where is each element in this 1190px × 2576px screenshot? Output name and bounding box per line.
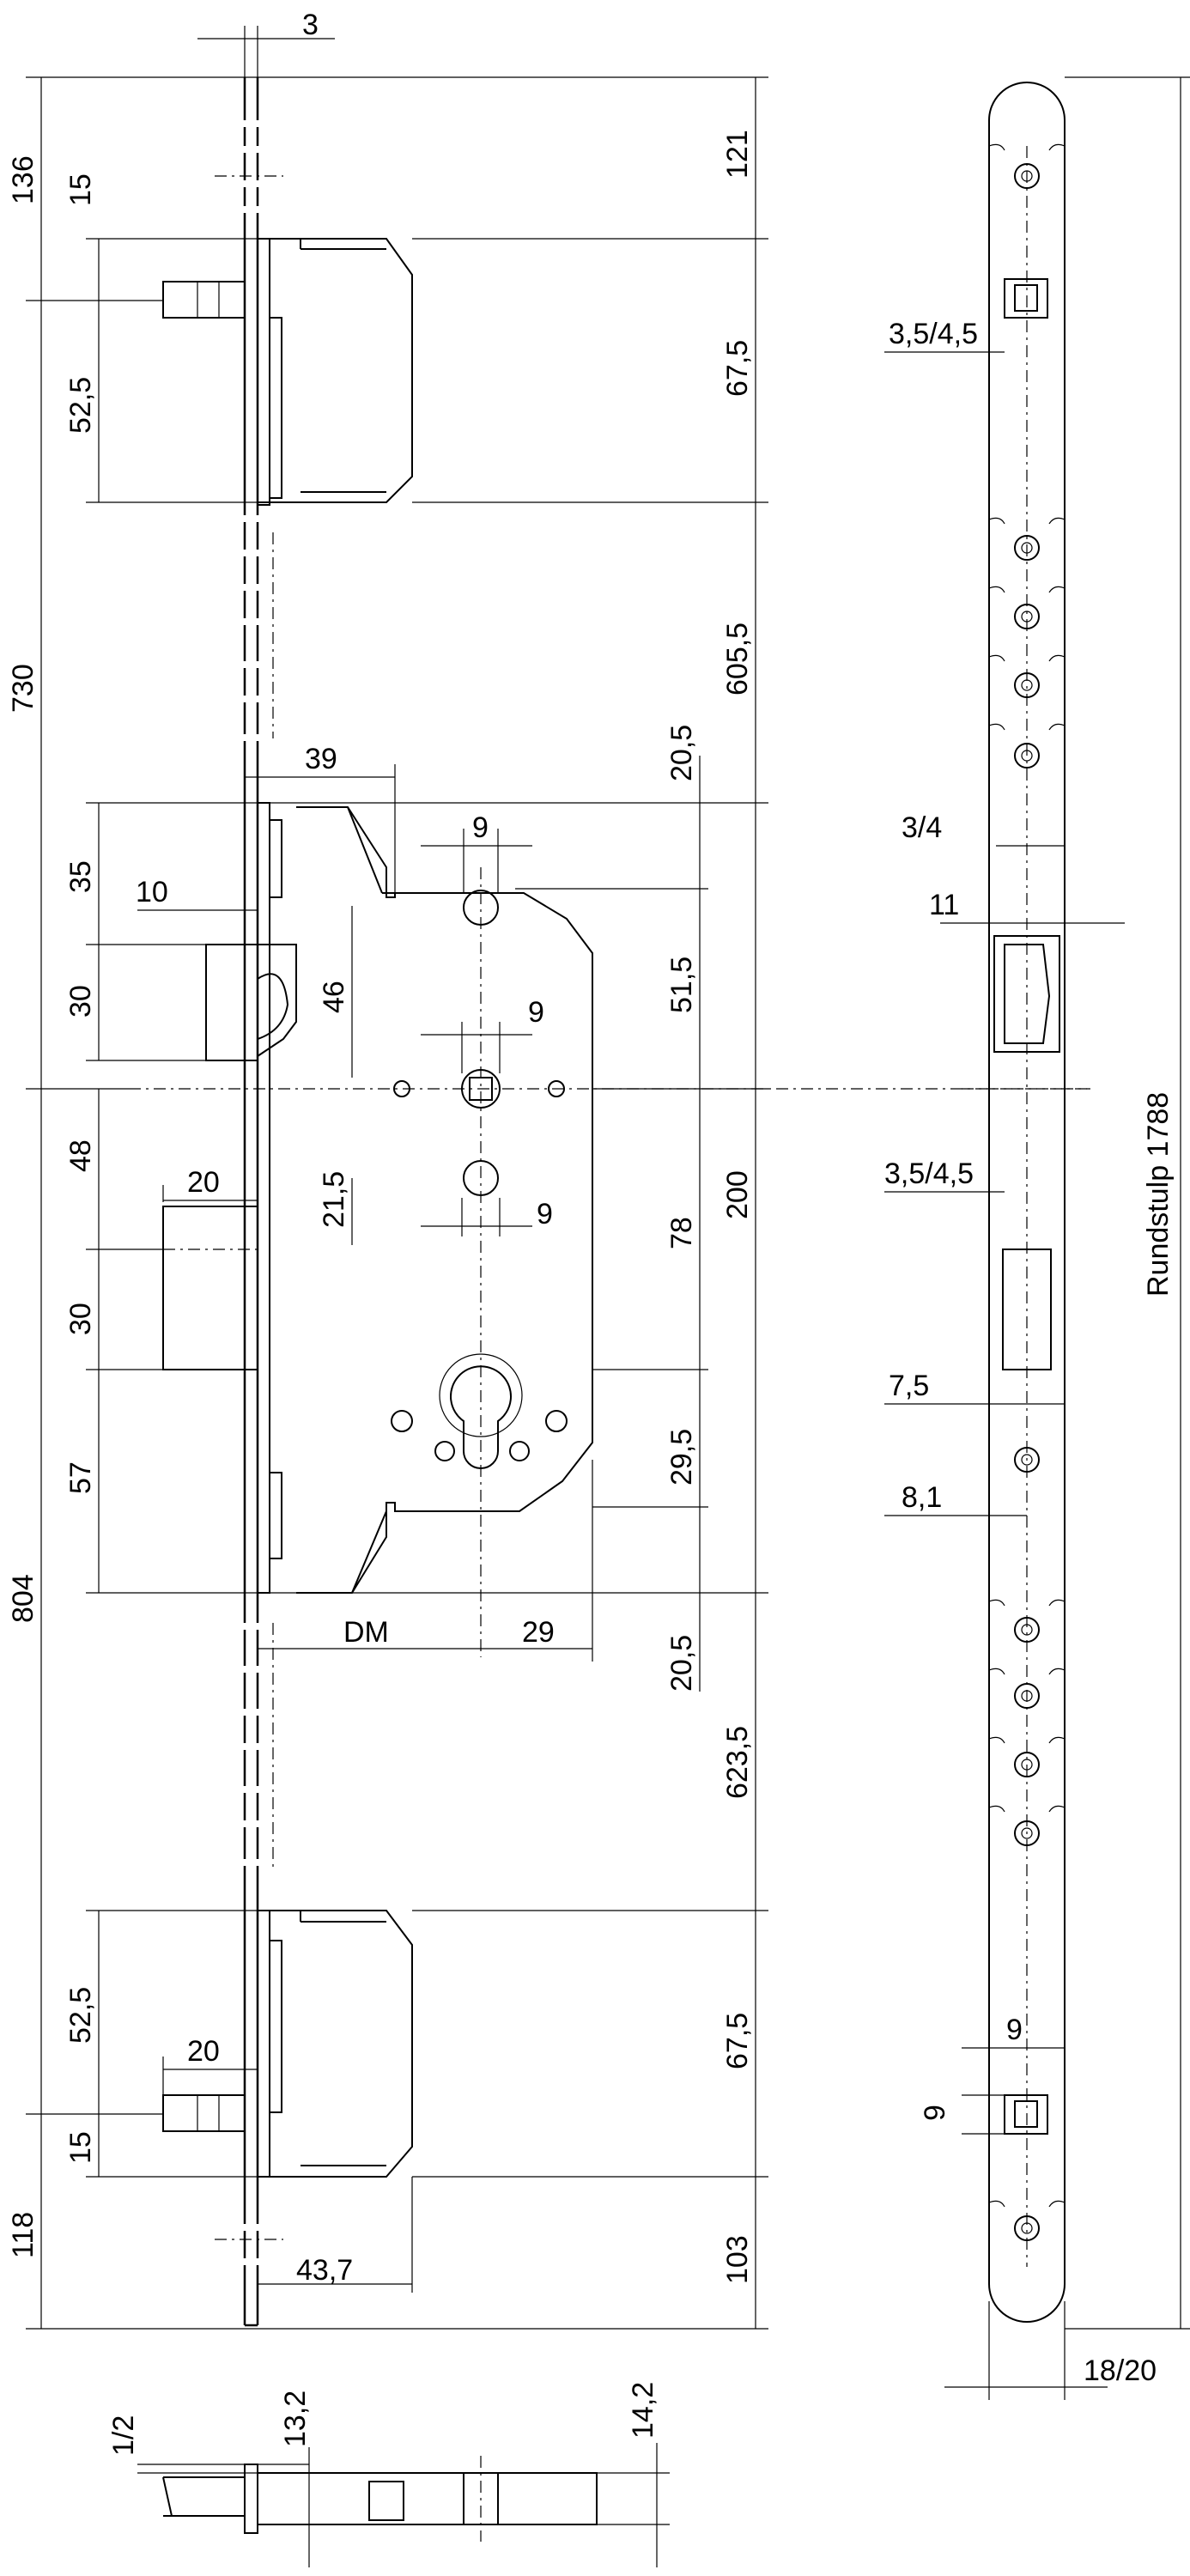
side-9-v: 9 xyxy=(919,2105,951,2121)
dim-39: 39 xyxy=(305,743,337,775)
dim-121: 121 xyxy=(721,130,754,179)
rundstulp-side-view xyxy=(884,76,1190,2400)
dim-15-bottom: 15 xyxy=(64,2131,97,2164)
dim-605-5: 605,5 xyxy=(721,623,754,696)
dim-103: 103 xyxy=(721,2235,754,2284)
side-3-5-4-5-b: 3,5/4,5 xyxy=(884,1157,974,1190)
bottom-section-view xyxy=(137,2443,670,2567)
dim-dm: DM xyxy=(343,1616,389,1649)
side-11: 11 xyxy=(929,889,959,921)
dim-20-a: 20 xyxy=(187,1166,220,1199)
side-segment-marks xyxy=(988,143,1066,2208)
dim-13-2: 13,2 xyxy=(279,2391,312,2447)
dimension-lines-front xyxy=(26,26,768,2330)
dim-43-7: 43,7 xyxy=(296,2254,353,2287)
side-7-5: 7,5 xyxy=(889,1370,929,1402)
dim-57: 57 xyxy=(64,1461,97,1494)
dim-200: 200 xyxy=(721,1170,754,1219)
bottom-auxiliary-lock xyxy=(162,1910,413,2178)
dim-136: 136 xyxy=(7,155,39,204)
dim-48: 48 xyxy=(64,1139,97,1172)
dim-804: 804 xyxy=(7,1574,39,1623)
top-bolt-cutout xyxy=(1004,278,1048,319)
dim-15-top: 15 xyxy=(64,173,97,206)
side-3-4: 3/4 xyxy=(902,811,942,844)
rundstulp-label: Rundstulp 1788 xyxy=(1142,1092,1175,1297)
dim-21-5: 21,5 xyxy=(318,1171,350,1228)
side-9-h: 9 xyxy=(1006,2014,1023,2046)
dim-52-5-bottom: 52,5 xyxy=(64,1987,97,2044)
dim-623-5: 623,5 xyxy=(721,1726,754,1799)
dim-20-5-top: 20,5 xyxy=(665,725,698,781)
dim-14-2: 14,2 xyxy=(627,2382,659,2439)
bottom-bolt-cutout xyxy=(1004,2094,1048,2135)
dim-29: 29 xyxy=(522,1616,555,1649)
side-18-20: 18/20 xyxy=(1084,2354,1157,2387)
dim-10: 10 xyxy=(136,876,168,908)
dim-1-2: 1/2 xyxy=(107,2415,140,2456)
dim-46: 46 xyxy=(318,981,350,1013)
latch xyxy=(205,944,297,1061)
dim-20-5-bottom: 20,5 xyxy=(665,1635,698,1692)
top-auxiliary-lock xyxy=(162,238,413,506)
latch-cutout xyxy=(993,935,1060,1053)
faceplate-front xyxy=(215,77,283,2327)
dim-78: 78 xyxy=(665,1217,698,1249)
main-lock-case xyxy=(129,802,1090,1657)
deadbolt-cutout xyxy=(1002,1249,1052,1370)
cylinder-profile xyxy=(391,1353,568,1469)
dim-9-a: 9 xyxy=(472,811,489,844)
dim-30-b: 30 xyxy=(64,1303,97,1335)
dim-118: 118 xyxy=(7,2212,39,2258)
faceplate-break-marks xyxy=(241,120,262,2265)
dim-20-b: 20 xyxy=(187,2035,220,2068)
screw-hole-icons xyxy=(1014,163,1040,2241)
dim-67-5-top: 67,5 xyxy=(721,340,754,397)
dim-67-5-bottom: 67,5 xyxy=(721,2013,754,2069)
dim-9-b: 9 xyxy=(528,996,544,1029)
dim-35: 35 xyxy=(64,860,97,893)
side-3-5-4-5-a: 3,5/4,5 xyxy=(889,318,978,350)
dim-30-a: 30 xyxy=(64,985,97,1018)
dim-9-c: 9 xyxy=(537,1198,553,1230)
dim-51-5: 51,5 xyxy=(665,957,698,1013)
dim-3: 3 xyxy=(302,9,319,41)
side-8-1: 8,1 xyxy=(902,1481,942,1514)
dim-730: 730 xyxy=(7,664,39,713)
dim-52-5-top: 52,5 xyxy=(64,377,97,434)
dim-29-5: 29,5 xyxy=(665,1429,698,1485)
deadbolt xyxy=(162,1206,258,1370)
